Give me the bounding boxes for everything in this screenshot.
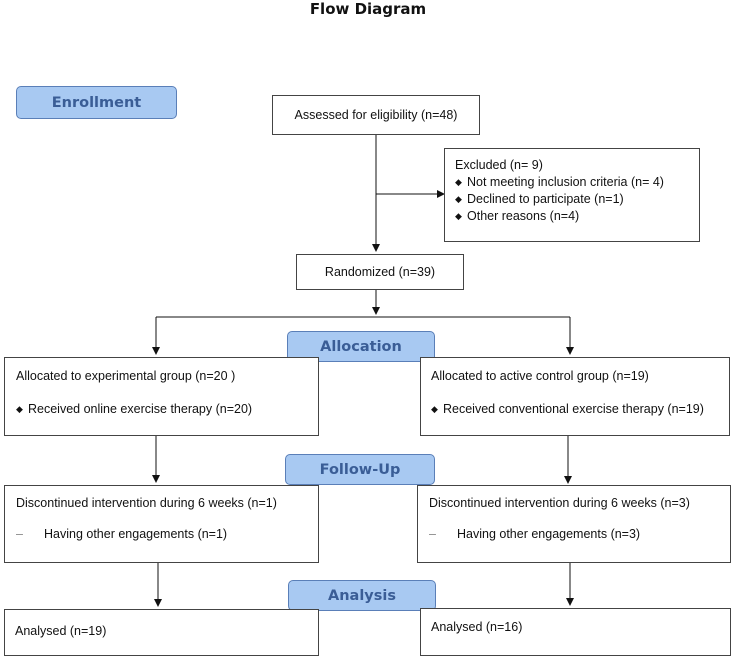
randomized-box: Randomized (n=39) — [296, 254, 464, 290]
diagram-title: Flow Diagram — [309, 0, 427, 18]
randomized-text: Randomized (n=39) — [324, 264, 436, 279]
experimental-received-item: ◆ Received online exercise therapy (n=20… — [16, 401, 307, 418]
stage-analysis: Analysis — [288, 580, 436, 611]
experimental-reason-item: – Having other engagements (n=1) — [16, 526, 307, 543]
control-reason-text: Having other engagements (n=3) — [457, 526, 641, 541]
diamond-bullet-icon: ◆ — [16, 403, 23, 414]
experimental-analysed-text: Analysed (n=19) — [15, 624, 107, 638]
excluded-item-text: Declined to participate (n=1) — [467, 191, 624, 206]
diamond-bullet-icon: ◆ — [455, 210, 462, 221]
excluded-item: ◆ Not meeting inclusion criteria (n= 4) — [455, 174, 689, 191]
excluded-item-text: Not meeting inclusion criteria (n= 4) — [467, 174, 664, 189]
excluded-item-text: Other reasons (n=4) — [467, 208, 580, 223]
experimental-discontinued-text: Discontinued intervention during 6 weeks… — [16, 496, 277, 510]
diamond-bullet-icon: ◆ — [455, 193, 462, 204]
dash-bullet-icon: – — [16, 526, 23, 541]
control-received-text: Received conventional exercise therapy (… — [443, 401, 704, 416]
stage-enrollment: Enrollment — [16, 86, 177, 119]
stage-allocation: Allocation — [287, 331, 435, 362]
control-followup-box: Discontinued intervention during 6 weeks… — [417, 485, 731, 563]
control-allocated-text: Allocated to active control group (n=19) — [431, 369, 649, 383]
excluded-item: ◆ Other reasons (n=4) — [455, 208, 689, 225]
assessed-box: Assessed for eligibility (n=48) — [272, 95, 480, 135]
stage-followup: Follow-Up — [285, 454, 435, 485]
control-analysed-text: Analysed (n=16) — [431, 620, 523, 634]
control-reason-item: – Having other engagements (n=3) — [429, 526, 719, 543]
diamond-bullet-icon: ◆ — [431, 403, 438, 414]
excluded-heading: Excluded (n= 9) — [455, 158, 543, 172]
stage-allocation-label: Allocation — [320, 338, 402, 355]
experimental-allocated-text: Allocated to experimental group (n=20 ) — [16, 369, 236, 383]
control-analysed-box: Analysed (n=16) — [420, 608, 731, 656]
diamond-bullet-icon: ◆ — [455, 176, 462, 187]
control-discontinued-text: Discontinued intervention during 6 weeks… — [429, 496, 690, 510]
stage-analysis-label: Analysis — [328, 587, 396, 604]
assessed-text: Assessed for eligibility (n=48) — [294, 107, 458, 122]
control-received-item: ◆ Received conventional exercise therapy… — [431, 401, 719, 418]
excluded-item: ◆ Declined to participate (n=1) — [455, 191, 689, 208]
stage-enrollment-label: Enrollment — [51, 94, 142, 111]
experimental-followup-box: Discontinued intervention during 6 weeks… — [4, 485, 319, 563]
experimental-analysed-box: Analysed (n=19) — [4, 609, 319, 656]
experimental-reason-text: Having other engagements (n=1) — [44, 526, 228, 541]
control-allocation-box: Allocated to active control group (n=19)… — [420, 357, 730, 436]
stage-followup-label: Follow-Up — [319, 461, 401, 478]
dash-bullet-icon: – — [429, 526, 436, 541]
experimental-allocation-box: Allocated to experimental group (n=20 ) … — [4, 357, 319, 436]
experimental-received-text: Received online exercise therapy (n=20) — [28, 401, 253, 416]
excluded-box: Excluded (n= 9) ◆ Not meeting inclusion … — [444, 148, 700, 242]
